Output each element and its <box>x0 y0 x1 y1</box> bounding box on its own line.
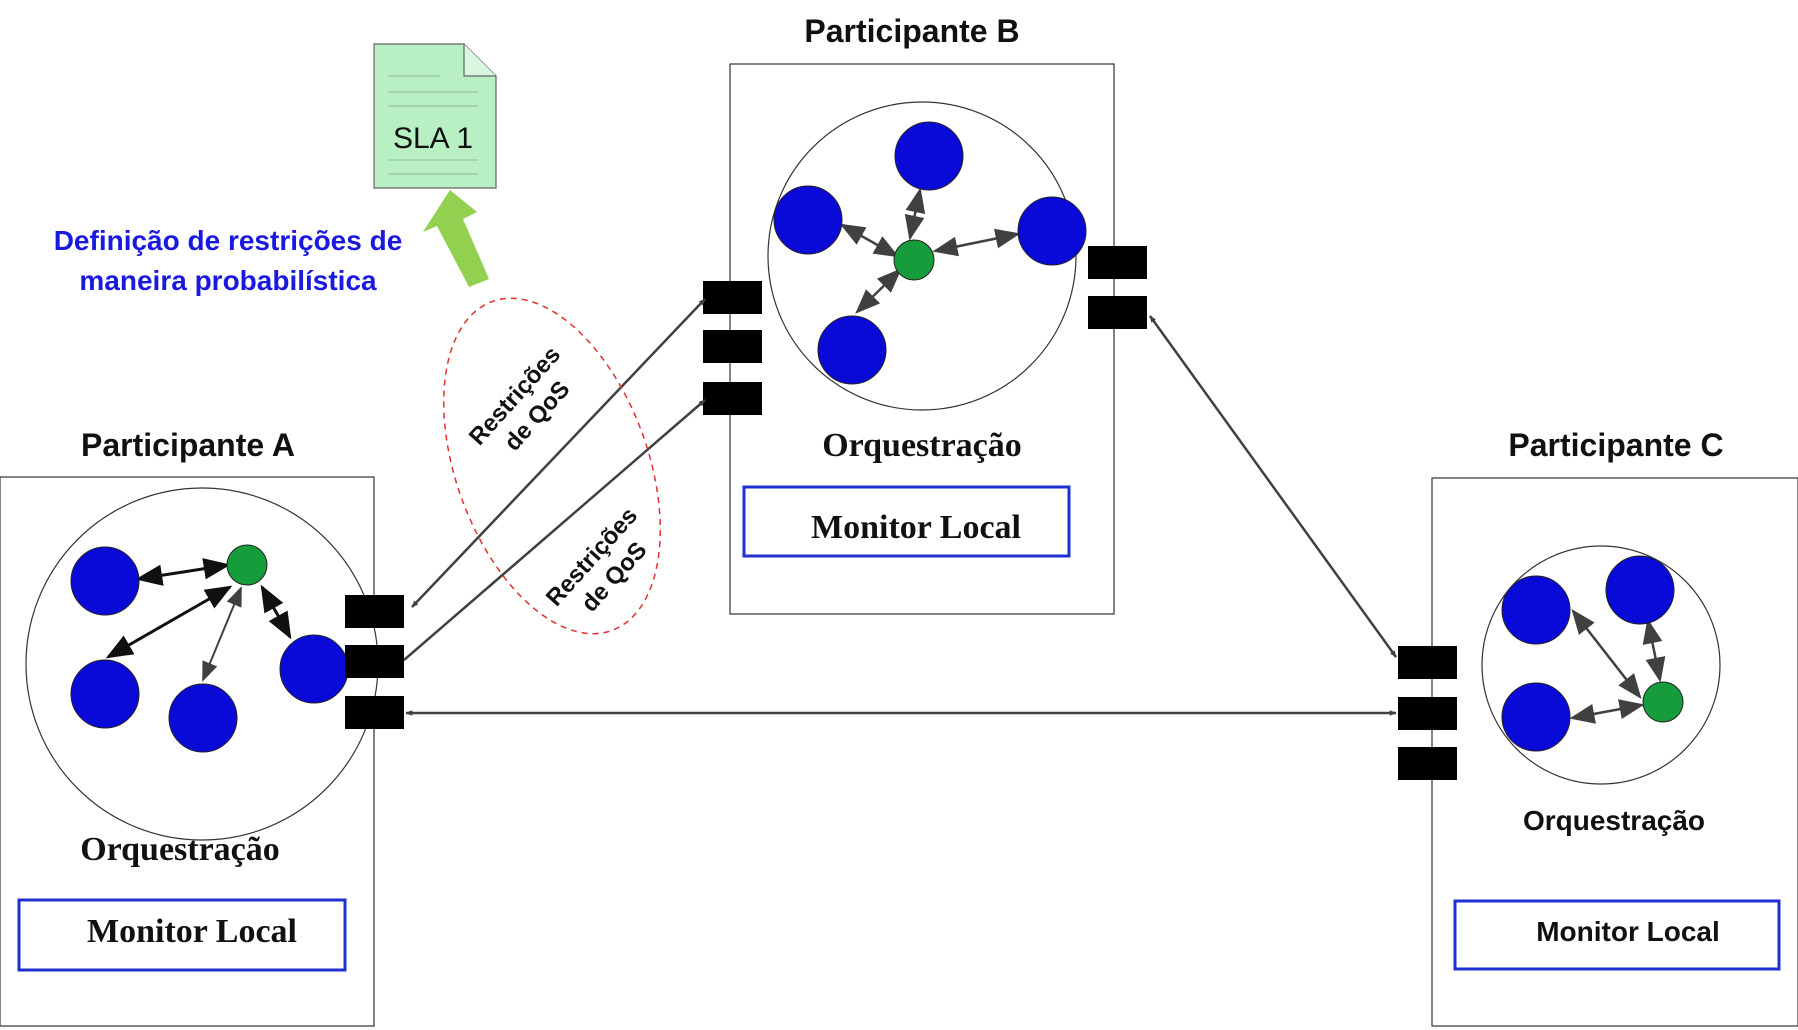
participant-a: Participante A Orquestração Monitor Loca… <box>0 427 404 1027</box>
annotation-line1: Definição de restrições de <box>54 225 403 256</box>
port-c3 <box>1398 747 1457 780</box>
qos-label-upper: Restrições de QoS <box>464 341 576 456</box>
participant-c-title: Participante C <box>1508 427 1723 463</box>
link-c1 <box>1571 609 1642 699</box>
qos-constraints-ellipse <box>442 297 662 635</box>
service-node <box>70 546 140 616</box>
connector-a-to-b-upper <box>411 298 706 608</box>
connector-a-to-b-lower <box>403 399 706 661</box>
sla-definition-arrow <box>423 190 489 287</box>
connector-b-to-c <box>1148 315 1398 658</box>
participant-b-title: Participante B <box>804 13 1019 49</box>
monitor-local-label-a: Monitor Local <box>87 913 297 950</box>
monitor-local-box-c <box>1453 899 1781 971</box>
port-c1 <box>1398 646 1457 679</box>
port-a1 <box>345 595 404 628</box>
link-a1 <box>135 558 231 586</box>
monitor-local-box-b <box>742 485 1071 558</box>
link-c3 <box>1569 699 1645 724</box>
monitor-local-label-c: Monitor Local <box>1536 916 1720 947</box>
port-a3 <box>345 696 404 729</box>
port-c2 <box>1398 697 1457 730</box>
link-a3 <box>202 586 242 682</box>
orchestration-label-a: Orquestração <box>80 831 280 868</box>
link-b1 <box>839 223 900 258</box>
orchestration-label-c: Orquestração <box>1523 805 1705 836</box>
service-node <box>279 634 349 704</box>
link-b4 <box>855 268 902 314</box>
orchestrator-node <box>893 239 935 281</box>
service-node <box>894 121 964 191</box>
service-node <box>773 185 843 255</box>
port-b5 <box>1088 296 1147 329</box>
port-a2 <box>345 645 404 678</box>
monitor-local-box-a <box>17 898 347 972</box>
port-b1 <box>703 281 762 314</box>
monitor-local-label-b: Monitor Local <box>811 509 1021 546</box>
service-node <box>168 683 238 753</box>
link-a4 <box>260 584 292 640</box>
participant-b: Participante B Orquestração Monitor Loca… <box>703 13 1147 615</box>
link-b2 <box>904 187 926 241</box>
participant-c: Participante C Orquestração Monitor Loca… <box>1398 427 1798 1027</box>
sla-document-icon: SLA 1 <box>373 43 497 189</box>
port-b4 <box>1088 246 1147 279</box>
annotation-line2: maneira probabilística <box>79 265 377 296</box>
orchestrator-node <box>1642 681 1684 723</box>
service-node <box>1501 682 1571 752</box>
port-b2 <box>703 330 762 363</box>
service-node <box>1501 575 1571 645</box>
sla-label: SLA 1 <box>393 122 473 155</box>
orchestration-label-b: Orquestração <box>822 427 1022 464</box>
qos-label-lower: Restrições de QoS <box>541 502 653 617</box>
service-node <box>817 315 887 385</box>
orchestrator-node <box>226 544 268 586</box>
link-b3 <box>932 228 1021 257</box>
port-b3 <box>703 382 762 415</box>
service-node <box>1017 196 1087 266</box>
link-c2 <box>1642 618 1666 683</box>
participant-a-title: Participante A <box>81 427 295 463</box>
service-node <box>1605 555 1675 625</box>
service-node <box>70 659 140 729</box>
